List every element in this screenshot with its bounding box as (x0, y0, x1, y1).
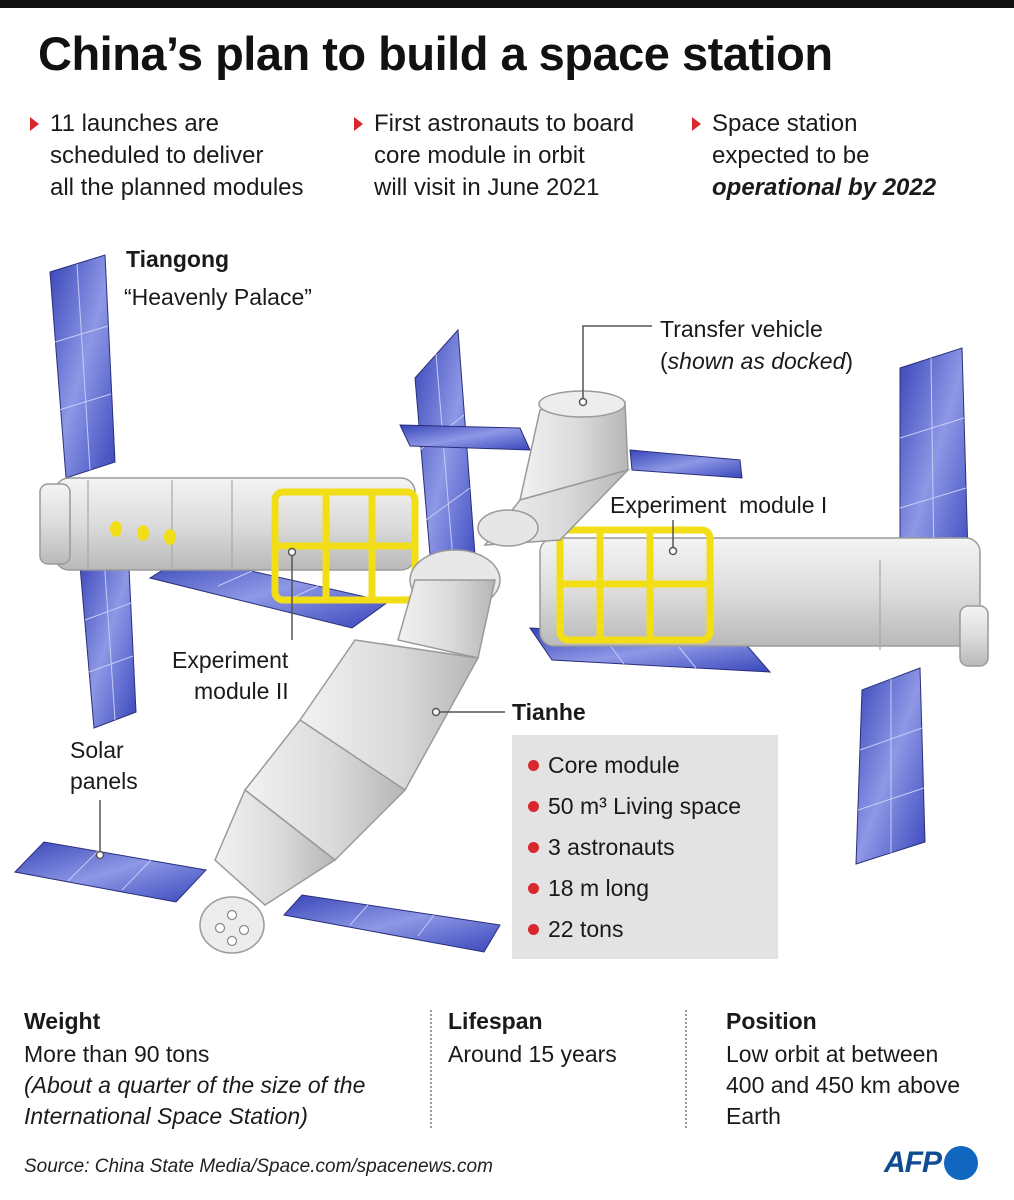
space-station-diagram (13, 254, 989, 954)
callout-leaders (99, 325, 674, 855)
list-item: Core module (528, 745, 778, 786)
solar-panel-bottom-center (283, 894, 501, 953)
bullet-astronauts: First astronauts to board core module in… (354, 108, 634, 204)
list-item: 3 astronauts (528, 827, 778, 868)
bullet-dot-icon (528, 801, 539, 812)
list-item: 22 tons (528, 909, 778, 950)
bullet-operational: Space station expected to be operational… (692, 108, 936, 204)
bullet-dot-icon (528, 924, 539, 935)
solar-panels-label-line1: Solar (70, 737, 124, 763)
callout-dots (95, 397, 678, 860)
page-title: China’s plan to build a space station (38, 27, 833, 80)
transfer-vehicle-label: Transfer vehicle (660, 316, 823, 342)
bullet-dot-icon (528, 760, 539, 771)
tianhe-facts-list: Core module 50 m³ Living space 3 astrona… (512, 735, 778, 950)
source-credit: Source: China State Media/Space.com/spac… (24, 1156, 493, 1177)
experiment-module-2-label-line1: Experiment (172, 647, 289, 673)
list-item: 50 m³ Living space (528, 786, 778, 827)
stat-divider (430, 1010, 432, 1128)
transfer-vehicle-note: (shown as docked) (660, 348, 854, 374)
experiment-module-1 (539, 526, 989, 667)
solar-panel-left-lower (79, 547, 137, 729)
list-item: 18 m long (528, 868, 778, 909)
stat-divider (685, 1010, 687, 1128)
afp-circle-icon (944, 1146, 978, 1180)
stat-weight: Weight More than 90 tons (About a quarte… (24, 1008, 366, 1129)
experiment-module-1-label: Experiment module I (610, 492, 828, 518)
bullet-triangle-icon (354, 117, 363, 131)
bullet-triangle-icon (692, 117, 701, 131)
solar-panel-center-back (399, 424, 743, 479)
tianhe-facts-box: Core module 50 m³ Living space 3 astrona… (512, 735, 778, 959)
bullet-dot-icon (528, 842, 539, 853)
experiment-module-2-label-line2: module II (194, 678, 289, 704)
tianhe-label: Tianhe (512, 699, 586, 725)
afp-logo: AFP (884, 1146, 978, 1180)
solar-panel-right-bottom (855, 667, 926, 865)
bullet-triangle-icon (30, 117, 39, 131)
solar-panel-bottom-left (13, 841, 207, 903)
solar-panels-label-line2: panels (70, 768, 138, 794)
tiangong-label: Tiangong (126, 246, 230, 272)
stat-position: Position Low orbit at between 400 and 45… (726, 1008, 961, 1129)
bullet-dot-icon (528, 883, 539, 894)
solar-panel-top-left (49, 254, 116, 479)
tianhe-core-module (199, 549, 501, 954)
transfer-vehicle (477, 390, 631, 547)
top-rule (0, 0, 1014, 8)
tiangong-subtitle: “Heavenly Palace” (124, 284, 312, 310)
stat-lifespan: Lifespan Around 15 years (448, 1008, 617, 1067)
bullet-launches: 11 launches are scheduled to deliver all… (30, 108, 304, 204)
experiment-module-2 (39, 477, 419, 604)
